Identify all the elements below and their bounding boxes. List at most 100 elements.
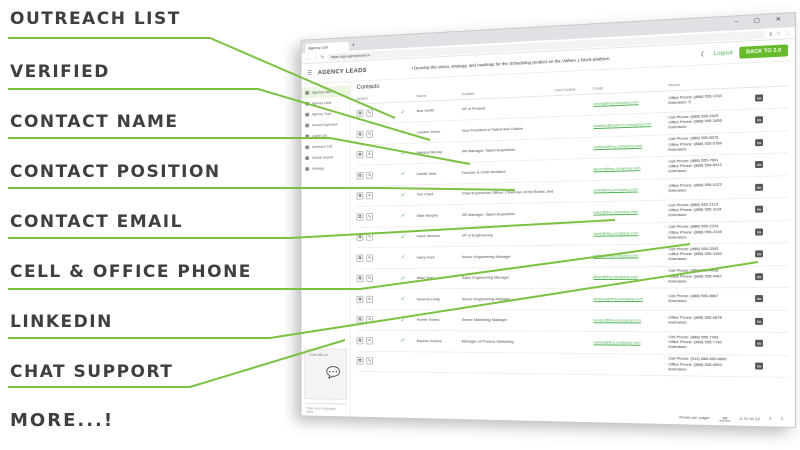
- contact-email[interactable]: hunter@tiny.company.com: [593, 309, 669, 332]
- edit-icon[interactable]: ✎: [366, 336, 373, 345]
- contact-email[interactable]: awilson@bluebox.company.com: [593, 112, 669, 137]
- copy-icon[interactable]: ⧉: [356, 151, 364, 159]
- edit-icon[interactable]: ✎: [366, 233, 373, 241]
- copy-icon[interactable]: ⧉: [356, 295, 364, 303]
- back-arrow-icon[interactable]: ←: [305, 55, 310, 61]
- linkedin-icon[interactable]: in: [755, 205, 764, 213]
- contact-position: Vice President of Talent and Culture: [461, 116, 555, 142]
- verified-cell: [400, 351, 417, 373]
- copy-icon[interactable]: ⧉: [356, 171, 364, 180]
- linkedin-icon[interactable]: in: [755, 317, 764, 325]
- copy-icon[interactable]: ⧉: [356, 274, 364, 283]
- contact-email[interactable]: djeam@tiny.company.com: [593, 156, 669, 181]
- last-contact: [554, 180, 594, 203]
- copy-icon[interactable]: ⧉: [356, 336, 364, 345]
- key-icon[interactable]: ⚷: [768, 30, 773, 37]
- linkedin-icon[interactable]: in: [755, 362, 764, 370]
- copy-icon[interactable]: ⧉: [356, 109, 364, 118]
- logout-link[interactable]: Logout: [713, 49, 733, 57]
- contact-email[interactable]: deanna@tiny.company.com: [593, 287, 669, 310]
- edit-icon[interactable]: ✎: [366, 130, 373, 138]
- linkedin-icon[interactable]: in: [755, 116, 764, 124]
- contact-position: VP of Engineering: [461, 223, 555, 247]
- contact-email[interactable]: harry@tiny.company.com: [593, 244, 669, 267]
- contact-name: Mike Murphy: [416, 204, 462, 227]
- linkedin-icon[interactable]: in: [755, 295, 764, 303]
- verified-cell: ✓: [400, 226, 417, 248]
- dark-mode-moon-icon[interactable]: ☾: [700, 50, 708, 59]
- back-to-2-button[interactable]: BACK TO 2.0: [739, 43, 788, 59]
- phone-line: Extension:: [668, 320, 688, 325]
- contact-email[interactable]: allan@tiny.company.com: [593, 265, 669, 289]
- edit-icon[interactable]: ✎: [366, 274, 373, 283]
- linkedin-icon[interactable]: in: [755, 138, 764, 147]
- edit-icon[interactable]: ✎: [366, 171, 373, 180]
- window-controls[interactable]: – ▢ ✕: [734, 16, 788, 26]
- linkedin-icon[interactable]: in: [755, 228, 764, 236]
- edit-icon[interactable]: ✎: [366, 109, 373, 118]
- linkedin-icon[interactable]: in: [755, 183, 764, 191]
- sidebar-item-label: Agency Lists: [311, 90, 332, 95]
- new-tab-button[interactable]: +: [351, 43, 356, 49]
- edit-icon[interactable]: ✎: [366, 150, 373, 159]
- copy-icon[interactable]: ⧉: [356, 357, 364, 365]
- prev-page-icon[interactable]: ‹: [769, 415, 772, 423]
- sidebar-item[interactable]: Settings: [302, 162, 350, 174]
- hamburger-menu-icon[interactable]: ☰: [307, 70, 313, 77]
- edit-icon[interactable]: ✎: [366, 212, 373, 221]
- rows-per-page-select[interactable]: All: [719, 414, 731, 422]
- contact-name: [416, 351, 462, 373]
- contact-email[interactable]: [593, 353, 669, 376]
- contact-email[interactable]: chief@tiny.company.com: [593, 178, 669, 202]
- copy-icon[interactable]: ⧉: [356, 254, 364, 262]
- last-contact: [554, 288, 594, 310]
- last-contact: [554, 331, 594, 354]
- contact-email[interactable]: cnick@tiny.company.com: [593, 90, 669, 116]
- copy-icon[interactable]: ⧉: [356, 130, 364, 139]
- forward-arrow-icon[interactable]: →: [312, 54, 318, 61]
- linkedin-icon[interactable]: in: [755, 272, 764, 280]
- linkedin-icon[interactable]: in: [755, 161, 764, 169]
- contact-email[interactable]: rachel@tiny.company.com: [593, 331, 669, 354]
- chat-bubble-icon: 💬: [326, 365, 341, 379]
- verified-check-icon: ✓: [400, 171, 406, 178]
- copy-icon[interactable]: ⧉: [356, 233, 364, 242]
- sidebar-item-icon: [305, 156, 310, 161]
- star-icon[interactable]: ☆: [776, 30, 782, 37]
- contact-position: Senior Engineering Manager: [461, 288, 555, 310]
- chat-message-input[interactable]: Type your message here...: [304, 402, 348, 414]
- edit-icon[interactable]: ✎: [366, 254, 373, 262]
- edit-icon[interactable]: ✎: [366, 357, 373, 365]
- copy-icon[interactable]: ⧉: [356, 213, 364, 221]
- edit-icon[interactable]: ✎: [366, 295, 373, 303]
- verified-check-icon: ✓: [400, 276, 406, 282]
- contact-email[interactable]: hank@tiny.company.com: [593, 222, 669, 245]
- contact-name: Bob Smith: [416, 99, 462, 122]
- linkedin-icon[interactable]: in: [755, 250, 764, 258]
- menu-dots-icon[interactable]: ⋮: [784, 29, 791, 37]
- copy-icon[interactable]: ⧉: [356, 192, 364, 200]
- row-actions: ⧉✎: [356, 330, 401, 352]
- chat-support-panel[interactable]: Chat with us 💬: [304, 348, 348, 400]
- contact-email[interactable]: mellisa@tiny.company.com: [593, 134, 669, 159]
- contact-email[interactable]: mike@tiny.company.com: [593, 200, 669, 224]
- contact-name: Rachel Greene: [416, 330, 462, 352]
- linkedin-icon[interactable]: in: [755, 94, 764, 102]
- edit-icon[interactable]: ✎: [366, 192, 373, 200]
- next-page-icon[interactable]: ›: [780, 415, 784, 423]
- verified-check-icon: ✓: [400, 255, 406, 261]
- edit-icon[interactable]: ✎: [366, 316, 373, 324]
- copy-icon[interactable]: ⧉: [356, 316, 364, 324]
- linkedin-icon[interactable]: in: [755, 339, 764, 347]
- reload-icon[interactable]: ↻: [320, 54, 325, 61]
- linkedin-cell: in: [755, 175, 788, 199]
